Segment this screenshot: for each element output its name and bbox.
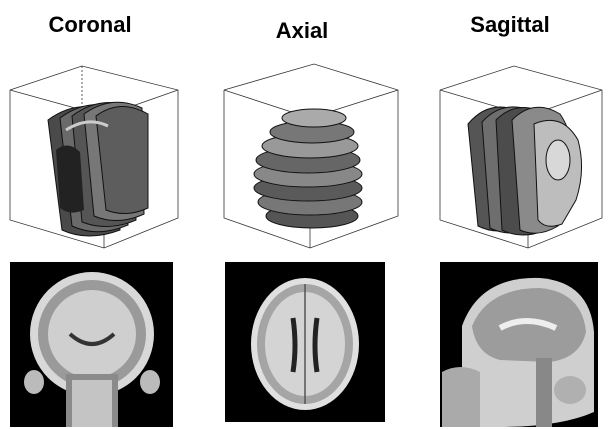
sagittal-slices (468, 107, 582, 235)
axial-3d-view (222, 60, 400, 256)
coronal-3d-view (8, 60, 186, 256)
coronal-mri-slice (10, 262, 173, 427)
coronal-slices (48, 102, 148, 236)
coronal-title: Coronal (0, 12, 180, 38)
axial-mri-slice (225, 262, 385, 422)
axial-title: Axial (212, 18, 392, 44)
axial-slices (254, 109, 362, 228)
sagittal-3d-view (438, 60, 612, 256)
sagittal-mri-slice (440, 262, 598, 427)
sagittal-title: Sagittal (420, 12, 600, 38)
